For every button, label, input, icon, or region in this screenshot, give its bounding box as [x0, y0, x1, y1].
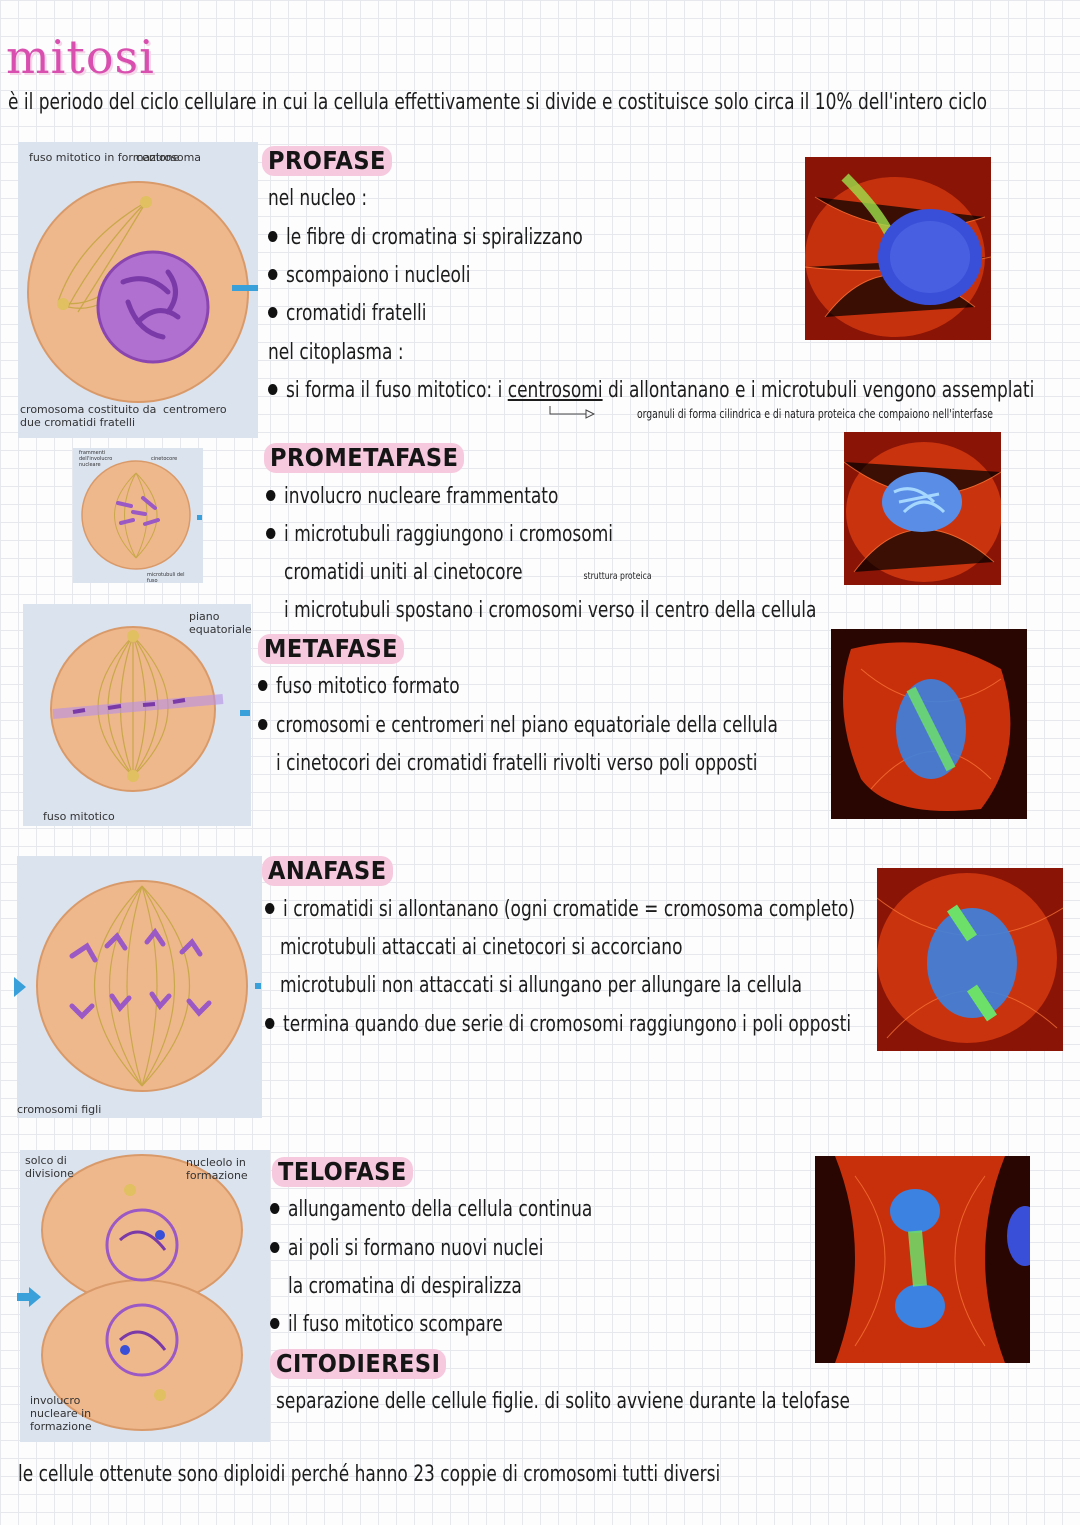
bullet-icon	[268, 306, 278, 318]
label-daughter-chromosomes: cromosomi figli	[17, 1103, 102, 1116]
anafase-l2: microtubuli non attaccati si allungano p…	[280, 973, 803, 998]
bullet-icon	[258, 718, 268, 730]
metafase-b2-text: cromosomi e centromeri nel piano equator…	[276, 713, 778, 738]
profase-b1-text: le fibre di cromatina si spiralizzano	[286, 225, 583, 250]
telofase-b1: allungamento della cellula continua	[270, 1197, 592, 1223]
label-centrosome: centrosoma	[136, 151, 202, 164]
prometafase-l1: cromatidi uniti al cinetocore	[284, 560, 523, 585]
bullet-icon	[265, 1017, 275, 1029]
telophase-micrograph	[815, 1156, 1030, 1363]
telofase-b2: ai poli si formano nuovi nuclei	[270, 1236, 543, 1262]
prophase-micrograph	[805, 157, 991, 340]
label-cleavage-furrow: solco di divisione	[25, 1154, 74, 1180]
telophase-diagram: solco di divisione nucleolo in formazion…	[20, 1150, 270, 1442]
profase-l1: nel nucleo :	[268, 186, 368, 211]
prometafase-note: struttura proteica	[583, 571, 652, 582]
anafase-b1-text: i cromatidi si allontanano (ogni cromati…	[283, 897, 855, 922]
profase-note: organuli di forma cilindrica e di natura…	[636, 407, 993, 421]
metafase-b1-text: fuso mitotico formato	[276, 674, 460, 699]
label-mitotic-spindle: fuso mitotico	[43, 810, 115, 823]
page-title: mitosi	[6, 30, 155, 84]
label-chromosome: cromosoma costituito da due cromatidi fr…	[20, 403, 157, 429]
telofase-b2-text: ai poli si formano nuovi nuclei	[288, 1236, 544, 1261]
bullet-icon	[270, 1241, 280, 1253]
prometafase-b2-text: i microtubuli raggiungono i cromosomi	[284, 522, 614, 547]
bullet-icon	[258, 679, 268, 691]
anaphase-diagram: cromosomi figli	[17, 856, 262, 1118]
profase-b2: scompaiono i nucleoli	[268, 263, 470, 289]
bullet-icon	[265, 902, 275, 914]
profase-b2-text: scompaiono i nucleoli	[286, 263, 471, 288]
profase-l2: nel citoplasma :	[268, 340, 404, 365]
bullet-icon	[268, 268, 278, 280]
bullet-icon	[266, 527, 276, 539]
bullet-icon	[270, 1317, 280, 1329]
anaphase-micrograph	[877, 868, 1063, 1051]
prometafase-b2: i microtubuli raggiungono i cromosomi	[266, 522, 613, 548]
telofase-l1: la cromatina di despiralizza	[288, 1274, 522, 1299]
anafase-b1: i cromatidi si allontanano (ogni cromati…	[265, 897, 855, 923]
metafase-b2: cromosomi e centromeri nel piano equator…	[258, 713, 778, 739]
label-centromere: centromero	[163, 403, 227, 416]
metafase-l1: i cinetocori dei cromatidi fratelli rivo…	[276, 751, 758, 776]
metafase-b1: fuso mitotico formato	[258, 674, 460, 700]
bullet-icon	[268, 230, 278, 242]
label-nucleolus-forming: nucleolo in formazione	[186, 1156, 248, 1182]
label-spindle-forming: fuso mitotico in formazione	[29, 151, 180, 164]
bullet-icon	[266, 489, 276, 501]
bullet-icon	[268, 383, 278, 395]
footer-text: le cellule ottenute sono diploidi perché…	[18, 1462, 721, 1487]
arrow-icon	[549, 406, 596, 419]
telophase-cell-illustration	[41, 1154, 243, 1431]
profase-b4-text-b: di allontanano e i microtubuli vengono a…	[602, 378, 1035, 403]
citodieresi-l1: separazione delle cellule figlie. di sol…	[276, 1389, 850, 1414]
telofase-b3: il fuso mitotico scompare	[270, 1312, 503, 1338]
anafase-header: ANAFASE	[262, 856, 393, 886]
label-envelope-forming: involucro nucleare in formazione	[30, 1394, 92, 1433]
profase-b4-centrosomi: centrosomi	[507, 378, 603, 403]
anafase-l1: microtubuli attaccati ai cinetocori si a…	[280, 935, 683, 960]
prometaphase-cell-illustration	[81, 460, 191, 570]
profase-b4: si forma il fuso mitotico: i centrosomi …	[268, 378, 1034, 404]
metaphase-cell-illustration	[50, 626, 224, 792]
metafase-header: METAFASE	[258, 634, 405, 664]
prometafase-l2: i microtubuli spostano i cromosomi verso…	[284, 598, 817, 623]
metaphase-marker	[240, 710, 250, 716]
profase-b3: cromatidi fratelli	[268, 301, 427, 327]
anafase-b2-text: termina quando due serie di cromosomi ra…	[283, 1012, 852, 1037]
anaphase-cell-illustration	[36, 880, 248, 1092]
prometafase-header: PROMETAFASE	[264, 443, 465, 473]
profase-header: PROFASE	[262, 146, 392, 176]
profase-b1: le fibre di cromatina si spiralizzano	[268, 225, 583, 251]
label-fragments: frammenti dell'involucro nucleare	[79, 450, 113, 468]
prometaphase-diagram: frammenti dell'involucro nucleare cineto…	[73, 448, 203, 584]
anafase-b2: termina quando due serie di cromosomi ra…	[265, 1012, 851, 1038]
profase-b3-text: cromatidi fratelli	[286, 301, 427, 326]
label-kinetochore: cinetocore	[151, 456, 178, 462]
prometafase-b1-text: involucro nucleare frammentato	[284, 484, 559, 509]
bullet-icon	[270, 1202, 280, 1214]
intro-text: è il periodo del ciclo cellulare in cui …	[8, 90, 988, 115]
label-equatorial-plane: piano equatoriale	[189, 610, 252, 636]
label-spindle-microtubules: microtubuli del fuso	[147, 572, 185, 584]
prometafase-b1: involucro nucleare frammentato	[266, 484, 558, 510]
telophase-arrow-icon	[17, 1287, 41, 1307]
profase-b4-text-a: si forma il fuso mitotico: i	[286, 378, 508, 403]
anaphase-marker	[255, 983, 261, 989]
anaphase-arrow-icon	[14, 977, 26, 997]
citodieresi-header: CITODIERESI	[270, 1349, 447, 1379]
telofase-b1-text: allungamento della cellula continua	[288, 1197, 593, 1222]
prophase-marker	[232, 285, 258, 291]
prometaphase-micrograph	[844, 432, 1001, 585]
telofase-header: TELOFASE	[272, 1157, 413, 1187]
prophase-cell-illustration	[27, 181, 249, 403]
prometaphase-marker	[197, 515, 202, 520]
metaphase-diagram: piano equatoriale fuso mitotico	[23, 604, 252, 826]
prophase-diagram: fuso mitotico in formazione centrosoma c…	[18, 142, 258, 438]
metaphase-micrograph	[831, 629, 1027, 819]
telofase-b3-text: il fuso mitotico scompare	[288, 1312, 503, 1337]
